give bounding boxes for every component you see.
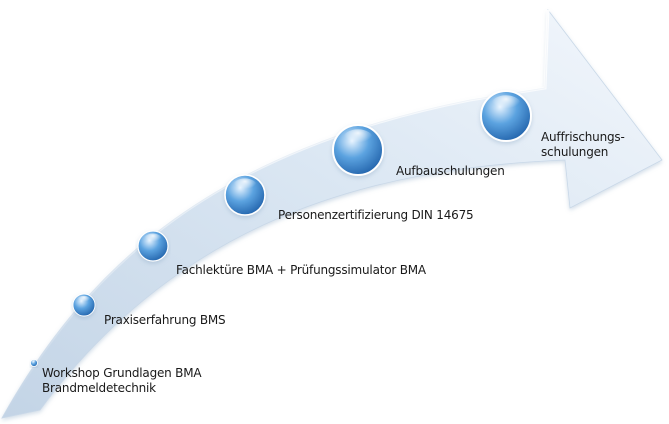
step-2-label: Praxiserfahrung BMS bbox=[104, 313, 226, 328]
step-6-label-line1: Auffrischungs- bbox=[541, 130, 625, 144]
step-3-label-line1: Fachlektüre BMA + Prüfungssimulator BMA bbox=[176, 263, 426, 277]
bubble-2-shine bbox=[77, 295, 91, 305]
bubble-4-shine bbox=[233, 178, 257, 194]
milestone-bubble-4 bbox=[224, 174, 266, 216]
step-5-label: Aufbauschulungen bbox=[396, 164, 505, 179]
milestone-bubble-1 bbox=[30, 359, 38, 367]
step-6-label: Auffrischungs- schulungen bbox=[541, 130, 625, 160]
step-1-label: Workshop Grundlagen BMA Brandmeldetechni… bbox=[42, 366, 202, 396]
arrow-highlight bbox=[0, 9, 550, 419]
step-3-label: Fachlektüre BMA + Prüfungssimulator BMA bbox=[176, 263, 426, 278]
bubble-5-shine bbox=[343, 129, 373, 149]
milestone-bubble-2 bbox=[72, 293, 96, 317]
step-2-label-line1: Praxiserfahrung BMS bbox=[104, 313, 226, 327]
bubble-6-shine bbox=[491, 95, 521, 115]
milestone-bubble-5 bbox=[332, 124, 384, 176]
milestone-bubbles bbox=[30, 90, 532, 367]
bubble-1-shine bbox=[31, 360, 37, 363]
milestone-bubble-3 bbox=[137, 230, 169, 262]
step-6-label-line2: schulungen bbox=[541, 145, 609, 159]
bubble-3-shine bbox=[144, 233, 162, 245]
milestone-bubble-6 bbox=[480, 90, 532, 142]
step-5-label-line1: Aufbauschulungen bbox=[396, 164, 505, 178]
step-4-label: Personenzertifizierung DIN 14675 bbox=[278, 208, 474, 223]
step-4-label-line1: Personenzertifizierung DIN 14675 bbox=[278, 208, 474, 222]
step-1-label-line1: Workshop Grundlagen BMA bbox=[42, 366, 202, 380]
step-1-label-line2: Brandmeldetechnik bbox=[42, 381, 156, 395]
